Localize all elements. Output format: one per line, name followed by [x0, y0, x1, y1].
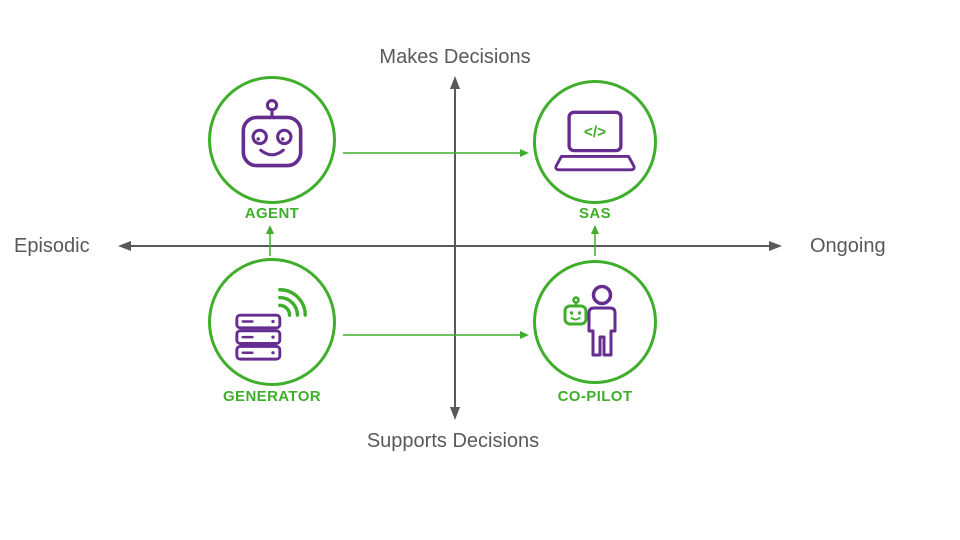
laptop-code-icon: </>: [554, 110, 636, 172]
code-glyph: </>: [584, 124, 606, 141]
axis-arrowhead-top: [450, 76, 460, 89]
arrowhead-generator-to-agent: [266, 225, 274, 234]
arrowhead-generator-to-copilot: [520, 331, 529, 339]
axis-arrowhead-right: [769, 241, 782, 251]
node-label-sas: SAS: [578, 205, 612, 222]
arrowhead-agent-to-sas: [520, 149, 529, 157]
node-agent: [208, 76, 336, 204]
human-robot-icon: [563, 284, 617, 357]
node-label-copilot: CO-PILOT: [557, 388, 633, 405]
node-label-generator: GENERATOR: [222, 388, 322, 405]
axis-arrowhead-bottom: [450, 407, 460, 420]
arrowhead-copilot-to-sas: [591, 225, 599, 234]
axis-label-left: Episodic: [14, 235, 90, 257]
robot-icon: [241, 99, 303, 168]
node-label-agent: AGENT: [244, 205, 300, 222]
axis-label-bottom: Supports Decisions: [366, 430, 540, 452]
axis-label-right: Ongoing: [810, 235, 886, 257]
server-wifi-icon: [235, 288, 307, 361]
axis-label-top: Makes Decisions: [379, 46, 531, 68]
node-generator: [208, 258, 336, 386]
node-copilot: [533, 260, 657, 384]
node-sas: </>: [533, 80, 657, 204]
axis-arrowhead-left: [118, 241, 131, 251]
